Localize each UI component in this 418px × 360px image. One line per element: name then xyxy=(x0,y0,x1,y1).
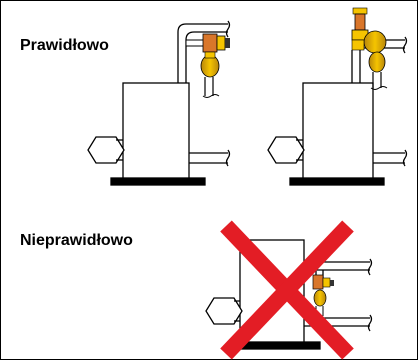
valve-correct-a xyxy=(185,33,230,98)
valve-correct-b xyxy=(351,7,388,90)
correct-label: Prawidłowo xyxy=(20,37,109,54)
red-cross-icon xyxy=(220,220,354,360)
incorrect-label: Nieprawidłowo xyxy=(20,232,133,249)
boiler-correct-b xyxy=(267,36,408,186)
boiler-correct-a xyxy=(87,20,231,186)
valve-incorrect xyxy=(312,274,334,316)
